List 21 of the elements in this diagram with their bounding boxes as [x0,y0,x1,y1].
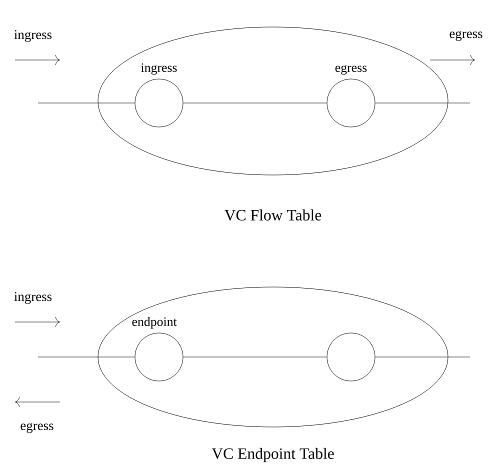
line [183,102,327,104]
circle-node: ingress [134,63,184,128]
circle-node [326,332,376,382]
flow-label: egress [450,31,482,41]
table-ellipse [98,286,448,428]
node-label: endpoint [132,316,177,329]
circle-node: endpoint [132,316,184,382]
line [183,356,327,358]
node-label: VC Flow Table [224,209,322,221]
line [375,356,470,358]
line [38,356,135,358]
circle-node: egress [326,65,376,128]
node-label: ingress [141,63,177,75]
node-label: egress [335,65,367,75]
line [375,102,470,104]
flow-label: ingress [14,292,52,304]
flow-label: ingress [14,30,52,42]
node-label: VC Endpoint Table [212,448,334,462]
line [38,102,135,104]
flow-label: egress [20,423,54,433]
table-ellipse [98,26,448,176]
